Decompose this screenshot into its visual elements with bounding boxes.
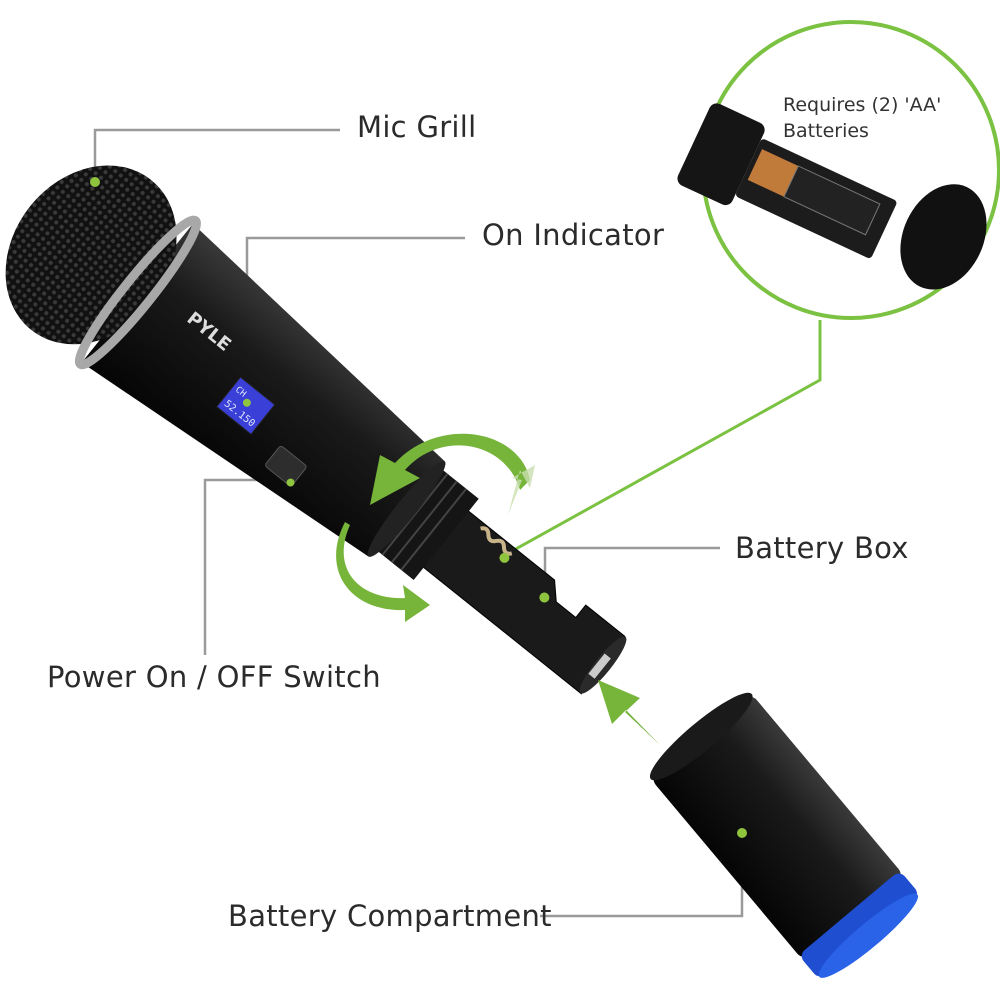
battery-inset (677, 20, 1000, 320)
inset-caption-line2: Batteries (783, 119, 869, 142)
mic-grill (5, 165, 177, 345)
indicator-dot (242, 398, 251, 407)
inset-battery-holder (677, 103, 897, 258)
label-on-indicator: On Indicator (482, 218, 665, 252)
inset-caption: Requires (2) 'AA' Batteries (783, 93, 941, 144)
leader-inset (504, 320, 822, 557)
inset-sleeve-end (900, 184, 987, 290)
inset-caption-line1: Requires (2) 'AA' (783, 94, 942, 116)
twist-arrow-top (370, 433, 530, 505)
power-switch (265, 445, 307, 487)
grill-dot (90, 177, 100, 187)
leader-power-switch (203, 478, 290, 655)
inset-aa-battery (747, 149, 799, 197)
label-mic-grill: Mic Grill (357, 110, 477, 144)
battery-box (423, 504, 626, 695)
label-battery-compartment: Battery Compartment (228, 899, 552, 933)
microphone: CH 52.150 PYLE (5, 165, 627, 695)
lift-arrow (508, 465, 535, 515)
grill-ring (74, 215, 201, 370)
arrows (336, 433, 660, 745)
battery-compartment-sleeve (649, 692, 919, 978)
mic-handle (81, 223, 445, 557)
label-power-switch: Power On / OFF Switch (47, 660, 381, 694)
blue-end-cap (801, 873, 917, 977)
label-battery-box: Battery Box (735, 531, 909, 565)
leader-mic-grill (93, 128, 340, 182)
insert-arrow (598, 680, 660, 745)
twist-arrow-bottom (336, 522, 430, 622)
battery-spring (480, 526, 513, 556)
leader-battery-box (543, 546, 720, 595)
